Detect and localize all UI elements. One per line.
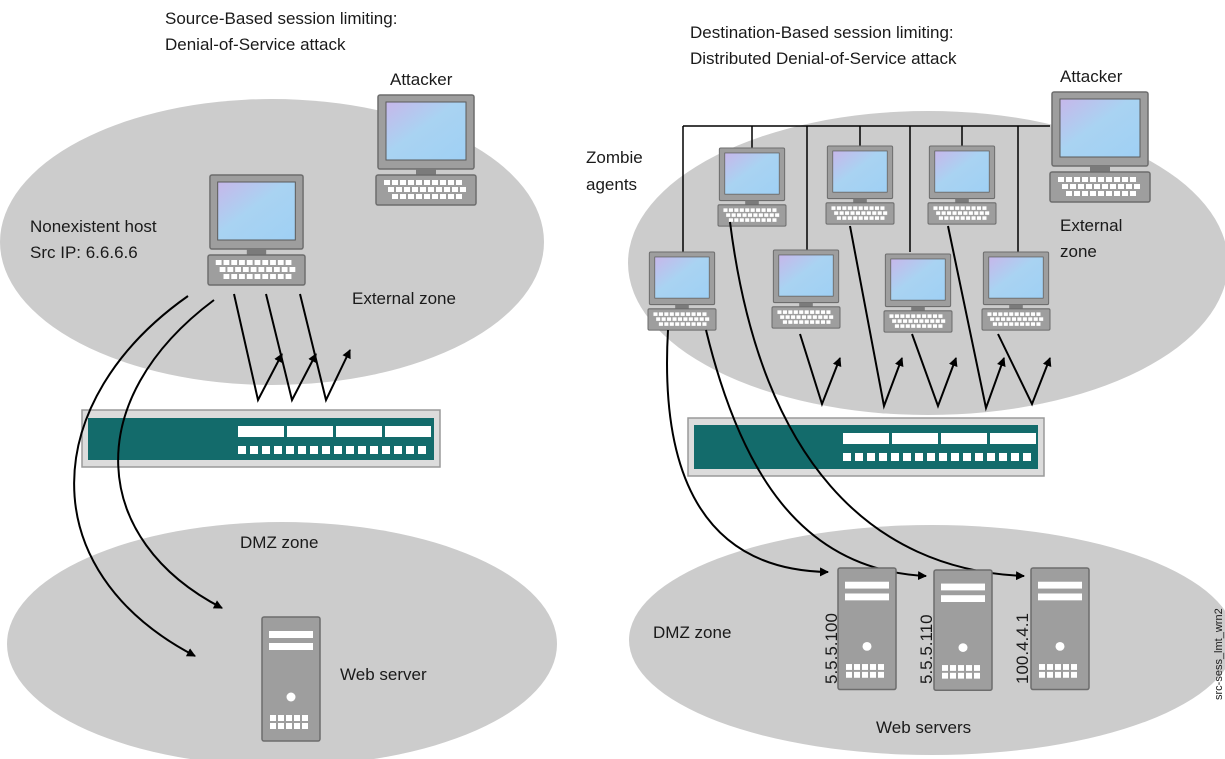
session-arrows-left [73,295,223,657]
right-attacker-label: Attacker [1060,67,1123,86]
left-title-line2: Denial-of-Service attack [165,35,346,54]
host-label-line1: Nonexistent host [30,217,157,236]
zombie-label-line1: Zombie [586,148,643,167]
left-dmz-zone-label: DMZ zone [240,533,318,552]
attacker-control-lines [682,125,1050,252]
right-diagram: Destination-Based session limiting: Dist… [586,23,1225,755]
zombie-label-line2: agents [586,175,637,194]
left-firewall-icon [81,409,441,468]
figure-id-label: src-sess_lmt_wrn2 [1213,608,1225,700]
attacker-computer-icon [375,94,477,206]
web-server-icon [261,616,321,742]
zombie-computer-icon [883,253,953,333]
web-servers-label: Web servers [876,718,971,737]
zombie-computer-icon [717,147,787,227]
nonexistent-host-computer-icon [207,174,306,286]
zombie-computer-icon [647,251,717,331]
blocked-packet-arrows [233,293,351,403]
left-external-zone-label: External zone [352,289,456,308]
server-ip-label: 5.5.5.100 [822,613,841,684]
server-ip-label: 5.5.5.110 [917,614,936,684]
web-server-icon [933,569,993,692]
web-server-icon [1030,567,1090,691]
web-server-label: Web server [340,665,427,684]
blocked-ddos-arrows [799,225,1052,412]
left-diagram: Source-Based session limiting: Denial-of… [0,9,557,759]
right-title-line1: Destination-Based session limiting: [690,23,954,42]
right-external-zone-line2: zone [1060,242,1097,261]
zombie-computer-icon [771,249,841,329]
host-label-line2: Src IP: 6.6.6.6 [30,243,138,262]
web-server-icon [837,567,897,691]
server-ip-label: 100.4.4.1 [1013,613,1032,684]
left-attacker-label: Attacker [390,70,453,89]
zombie-computer-icon [825,145,895,225]
zombie-computer-icon [981,251,1051,331]
right-external-zone-line1: External [1060,216,1122,235]
right-dmz-zone-label: DMZ zone [653,623,731,642]
zombie-computer-icon [927,145,997,225]
ddos-attacker-computer-icon [1049,91,1151,203]
right-firewall-icon [687,417,1045,477]
left-title-line1: Source-Based session limiting: [165,9,397,28]
right-title-line2: Distributed Denial-of-Service attack [690,49,957,68]
